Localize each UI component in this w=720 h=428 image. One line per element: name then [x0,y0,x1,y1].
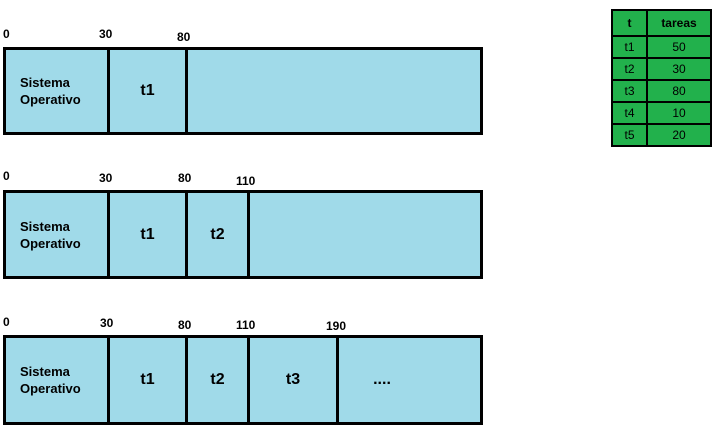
segment-task: t1 [110,338,188,422]
memory-bar: Sistema Operativo t1 [3,47,483,135]
tick-label: 110 [236,174,256,188]
segment-label-line: Operativo [20,381,81,396]
table-cell: 50 [646,35,712,59]
table-cell: t2 [611,57,648,81]
table-row: t3 80 [611,79,712,103]
table-cell: 30 [646,57,712,81]
tick-label: 30 [99,27,113,41]
segment-task: t1 [110,50,188,132]
table-cell: t4 [611,101,648,125]
table-cell: 80 [646,79,712,103]
table-row: t5 20 [611,123,712,147]
segment-task: t1 [110,193,188,276]
table-header-tareas: tareas [646,9,712,37]
table-cell: 20 [646,123,712,147]
tick-label: 0 [3,315,10,329]
segment-label: t3 [285,371,301,388]
segment-sistema-operativo: Sistema Operativo [6,193,110,276]
tick-label: 80 [178,318,192,332]
tick-label: 0 [3,27,10,41]
table-cell: t1 [611,35,648,59]
segment-task: t2 [188,338,250,422]
segment-label: t1 [140,371,155,388]
segment-task: t3 [250,338,339,422]
table-cell: t5 [611,123,648,147]
tick-label: 80 [178,171,192,185]
table-cell: t3 [611,79,648,103]
tick-label: 0 [3,169,10,183]
segment-label: t2 [210,371,225,388]
segment-label-line: Sistema [20,218,70,234]
table-cell: 10 [646,101,712,125]
segment-label: .... [373,371,391,388]
tick-label: 80 [177,30,191,44]
segment-sistema-operativo: Sistema Operativo [6,50,110,132]
tick-label: 30 [99,171,113,185]
segment-label-line: Sistema [20,75,70,90]
memory-bar: Sistema Operativo t1 t2 t3 .... [3,335,483,425]
memory-bar: Sistema Operativo t1 t2 [3,190,483,279]
segment-label-line: Operativo [20,235,81,251]
table-row: t2 30 [611,57,712,81]
table-header-t: t [611,9,648,37]
tick-label: 190 [326,319,347,333]
segment-ellipsis: .... [339,338,425,422]
segment-sistema-operativo: Sistema Operativo [6,338,110,422]
table-header-row: t tareas [611,9,712,37]
segment-label-line: Sistema [20,364,70,379]
tick-label: 30 [100,316,114,330]
segment-label-line: Operativo [20,92,81,107]
segment-label: t1 [140,82,155,99]
tasks-table: t tareas t1 50 t2 30 t3 80 t4 10 t5 20 [611,9,712,147]
tick-label: 110 [236,318,256,332]
segment-label: t2 [210,225,225,243]
segment-task: t2 [188,193,250,276]
segment-free [188,50,480,132]
segment-label: t1 [140,225,155,243]
table-row: t4 10 [611,101,712,125]
segment-free [250,193,480,276]
table-row: t1 50 [611,35,712,59]
